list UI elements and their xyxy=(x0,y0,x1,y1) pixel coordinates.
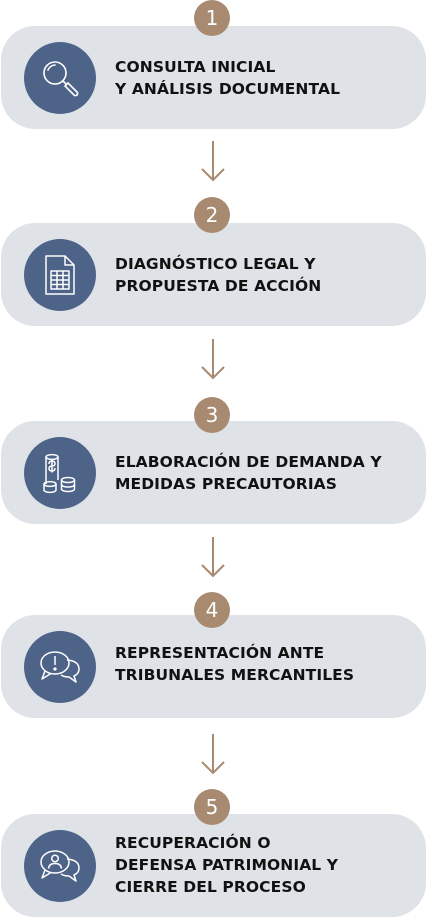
step-3-title-line-1: ELABORACIÓN DE DEMANDA Y xyxy=(115,453,382,471)
step-3-number-badge: 3 xyxy=(194,397,230,433)
step-4-icon-circle xyxy=(24,631,96,703)
step-1-title: CONSULTA INICIAL Y ANÁLISIS DOCUMENTAL xyxy=(115,56,415,100)
step-3-title: ELABORACIÓN DE DEMANDA Y MEDIDAS PRECAUT… xyxy=(115,451,415,495)
step-4-card: REPRESENTACIÓN ANTE TRIBUNALES MERCANTIL… xyxy=(1,615,426,718)
step-5-title-line-2: DEFENSA PATRIMONIAL Y xyxy=(115,856,339,874)
step-5-card: RECUPERACIÓN O DEFENSA PATRIMONIAL Y CIE… xyxy=(1,814,426,917)
speech-bubbles-person-icon xyxy=(37,843,83,889)
step-2-icon-circle xyxy=(24,239,96,311)
step-2-title-line-1: DIAGNÓSTICO LEGAL Y xyxy=(115,255,316,273)
step-4-to-5-arrow-icon xyxy=(201,734,225,775)
step-1-title-line-2: Y ANÁLISIS DOCUMENTAL xyxy=(115,80,341,98)
step-3-to-4-arrow-icon xyxy=(201,537,225,578)
step-2-title-line-2: PROPUESTA DE ACCIÓN xyxy=(115,277,322,295)
step-1-number-badge: 1 xyxy=(194,0,230,36)
step-2-card: DIAGNÓSTICO LEGAL Y PROPUESTA DE ACCIÓN xyxy=(1,223,426,326)
step-3-title-line-2: MEDIDAS PRECAUTORIAS xyxy=(115,475,338,493)
step-1-title-line-1: CONSULTA INICIAL xyxy=(115,58,276,76)
step-3-icon-circle xyxy=(24,437,96,509)
magnifier-icon xyxy=(37,55,83,101)
step-2-title: DIAGNÓSTICO LEGAL Y PROPUESTA DE ACCIÓN xyxy=(115,253,415,297)
step-5-icon-circle xyxy=(24,830,96,902)
speech-bubbles-alert-icon xyxy=(37,644,83,690)
step-1-to-2-arrow-icon xyxy=(201,141,225,182)
step-1-card: CONSULTA INICIAL Y ANÁLISIS DOCUMENTAL xyxy=(1,26,426,129)
step-2-number-badge: 2 xyxy=(194,197,230,233)
step-5-number-badge: 5 xyxy=(194,789,230,825)
step-5-title-line-1: RECUPERACIÓN O xyxy=(115,834,271,852)
coins-dollar-icon xyxy=(37,450,83,496)
step-2-to-3-arrow-icon xyxy=(201,339,225,380)
step-5-title: RECUPERACIÓN O DEFENSA PATRIMONIAL Y CIE… xyxy=(115,832,415,898)
step-4-number-badge: 4 xyxy=(194,592,230,628)
step-5-title-line-3: CIERRE DEL PROCESO xyxy=(115,878,306,896)
document-table-icon xyxy=(37,252,83,298)
step-4-title-line-1: REPRESENTACIÓN ANTE xyxy=(115,644,325,662)
step-4-title: REPRESENTACIÓN ANTE TRIBUNALES MERCANTIL… xyxy=(115,642,415,686)
step-4-title-line-2: TRIBUNALES MERCANTILES xyxy=(115,666,355,684)
step-3-card: ELABORACIÓN DE DEMANDA Y MEDIDAS PRECAUT… xyxy=(1,421,426,524)
step-1-icon-circle xyxy=(24,42,96,114)
